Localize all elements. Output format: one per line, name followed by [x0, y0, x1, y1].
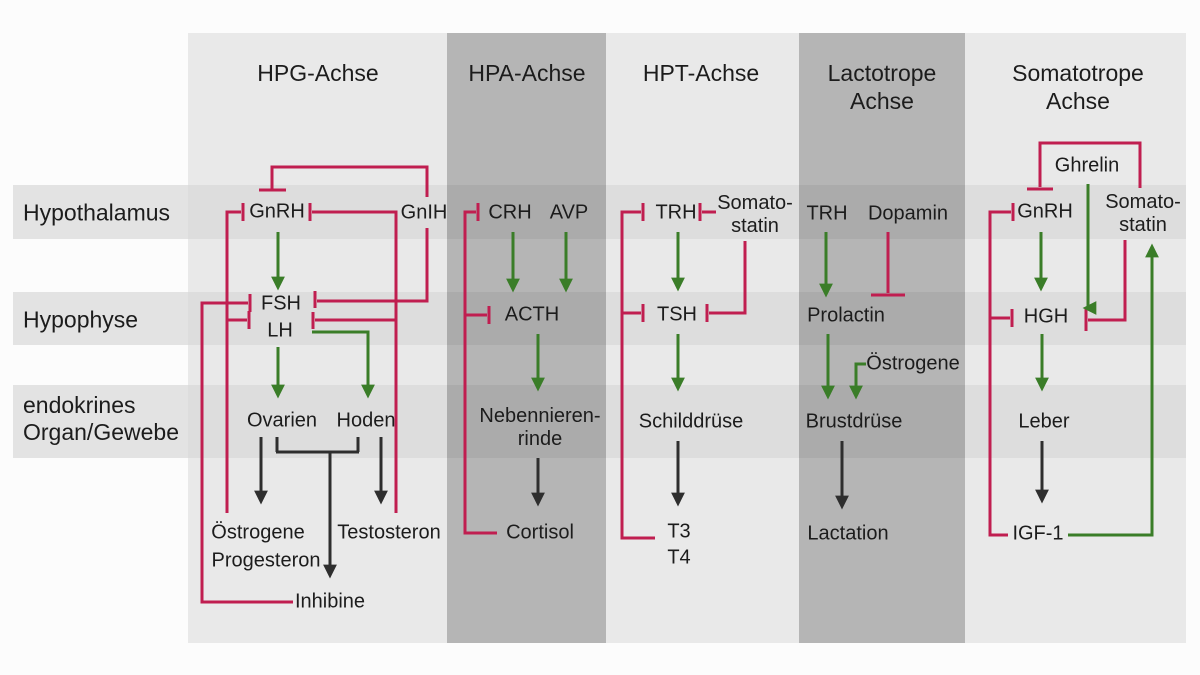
node-hpt-somatostatin: Somato- statin: [717, 192, 793, 238]
row-label-hypophyse: Hypophyse: [23, 306, 139, 333]
node-hpg-gnih: GnIH: [400, 201, 448, 224]
node-somatotrope-hgh: HGH: [1023, 305, 1069, 328]
node-hpg-gnrh: GnRH: [249, 200, 305, 223]
header-hpa-achse: HPA-Achse: [468, 60, 586, 86]
lactotrope-axis-wires: [819, 232, 905, 510]
node-hpg-hoden: Hoden: [336, 409, 396, 432]
node-somatotrope-ghrelin: Ghrelin: [1054, 154, 1120, 177]
column-somatotrope: [965, 33, 1186, 643]
node-lactotrope-trh: TRH: [806, 202, 848, 225]
node-somatotrope-gnrh: GnRH: [1017, 200, 1073, 223]
column-hpa: [447, 33, 606, 643]
node-hpt-trh: TRH: [655, 201, 697, 224]
node-hpt-t4: T4: [667, 546, 691, 569]
node-hpg-ovarien: Ovarien: [246, 409, 318, 432]
node-lactotrope-dopamin: Dopamin: [867, 202, 949, 225]
node-hpg-progesteron: Progesteron: [211, 549, 321, 572]
node-hpg-inhibine: Inhibine: [294, 590, 366, 613]
node-hpt-somatostatin-line2: statin: [731, 215, 779, 237]
column-hpt: [606, 33, 799, 643]
row-band-hypothalamus: [13, 185, 188, 239]
somatotrope-axis-wires: [988, 141, 1159, 537]
node-hpa-nebennierenrinde-line2: rinde: [517, 428, 563, 450]
column-hpg: [188, 33, 447, 643]
node-hpt-tsh: TSH: [657, 303, 697, 326]
header-lactotrope-achse: Lactotrope Achse: [827, 60, 937, 114]
node-hpa-avp: AVP: [549, 201, 589, 224]
node-lactotrope-brustdruese: Brustdrüse: [805, 410, 903, 433]
node-somatotrope-leber: Leber: [1018, 410, 1070, 433]
node-lactotrope-prolactin: Prolactin: [807, 304, 885, 327]
row-label-hypothalamus: Hypothalamus: [23, 199, 171, 226]
node-lactotrope-lactation: Lactation: [807, 522, 889, 545]
node-hpg-fsh: FSH: [261, 292, 301, 315]
row-band-hypophyse: [13, 292, 188, 345]
row-label-organ: endokrines Organ/Gewebe: [23, 392, 179, 445]
node-hpa-nebennierenrinde-line1: Nebennieren-: [479, 405, 601, 427]
node-somatotrope-somatostatin-line2: statin: [1119, 214, 1167, 236]
header-hpg-achse: HPG-Achse: [257, 60, 379, 86]
node-somatotrope-somatostatin: Somato- statin: [1105, 191, 1181, 237]
node-somatotrope-somatostatin-line1: Somato-: [1105, 191, 1181, 213]
node-hpg-lh: LH: [267, 319, 293, 342]
node-somatotrope-igf1: IGF-1: [1012, 522, 1064, 545]
node-hpt-schilddruese: Schilddrüse: [638, 410, 744, 433]
header-somatotrope-achse: Somatotrope Achse: [1012, 60, 1144, 114]
node-hpa-crh: CRH: [488, 201, 532, 224]
row-strip-organ: [188, 385, 1186, 458]
header-hpt-achse: HPT-Achse: [642, 60, 760, 86]
hpt-axis-wires: [620, 203, 747, 540]
hpg-axis-wires: [200, 165, 429, 604]
node-hpa-acth: ACTH: [504, 303, 560, 326]
row-band-organ: [13, 385, 188, 458]
node-hpt-somatostatin-line1: Somato-: [717, 192, 793, 214]
node-hpg-testosteron: Testosteron: [337, 521, 441, 544]
hpa-axis-wires: [463, 203, 573, 535]
node-hpa-cortisol: Cortisol: [506, 521, 574, 544]
node-hpa-nebennierenrinde: Nebennieren- rinde: [479, 405, 600, 451]
node-lactotrope-oestrogene: Östrogene: [866, 352, 960, 375]
node-hpg-oestrogene: Östrogene: [211, 521, 305, 544]
node-hpt-t3: T3: [667, 520, 691, 543]
